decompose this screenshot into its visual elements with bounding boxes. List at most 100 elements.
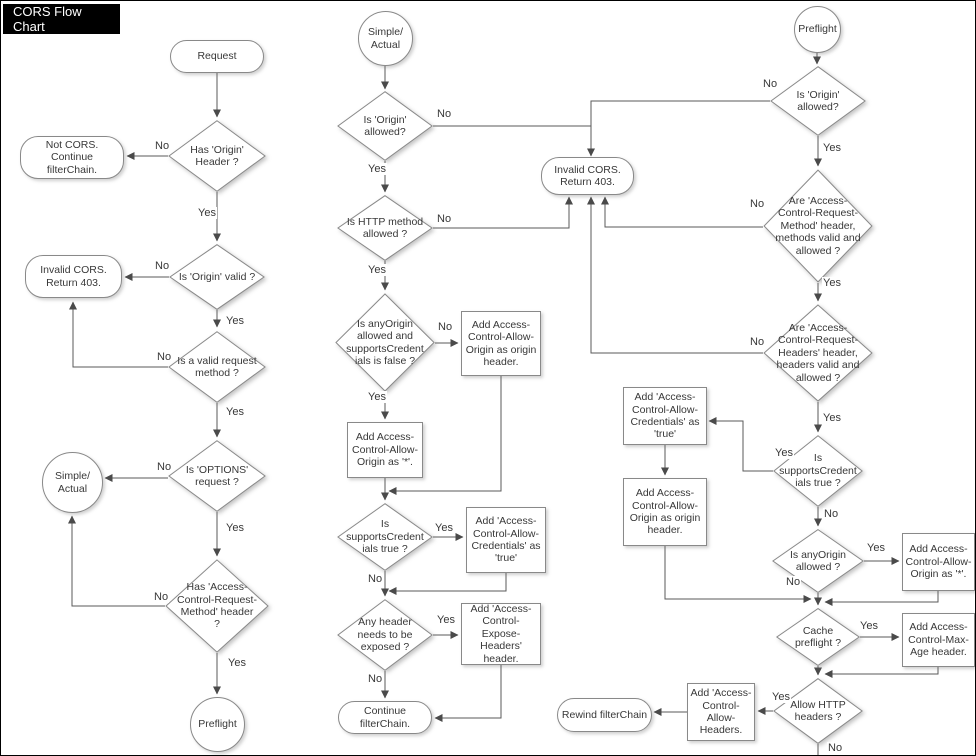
add-star-origin-process-preflight: Add Access- Control-Allow- Origin as '*'… [902, 533, 975, 591]
diamond-shape [776, 608, 860, 666]
diamond-shape [763, 169, 873, 283]
node-label: Are 'Access- Control-Request- Method' he… [775, 195, 861, 257]
connector-lines [68, 53, 939, 755]
add-origin-header-process-simple: Add Access- Control-Allow- Origin as ori… [461, 311, 541, 376]
node-label: Is HTTP method allowed ? [346, 215, 424, 240]
add-allow-headers-process: Add 'Access- Control- Allow- Headers. [687, 683, 755, 741]
node-label: Add 'Access- Control-Allow- Credentials'… [471, 515, 541, 565]
preflight-connector-1: Preflight [190, 697, 245, 752]
valid-method-decision: Is a valid request method ? [168, 331, 266, 403]
edge-label-no: No [154, 140, 171, 152]
edge-label-no: No [367, 573, 384, 585]
supports-credentials-decision-simple: Is supportsCredent ials true ? [337, 503, 433, 571]
diamond-shape [337, 503, 433, 571]
add-credentials-process-simple: Add 'Access- Control-Allow- Credentials'… [466, 507, 546, 573]
options-request-decision: Is 'OPTIONS' request ? [168, 440, 266, 512]
add-origin-header-process-preflight: Add Access- Control-Allow- Origin as ori… [623, 478, 707, 546]
edge-label-yes: Yes [367, 264, 387, 276]
expose-headers-decision: Any header needs to be exposed ? [337, 599, 433, 671]
edge-label-yes: Yes [434, 522, 454, 534]
diamond-shape [168, 440, 266, 512]
diamond-shape [168, 331, 266, 403]
edge-label-no: No [823, 508, 840, 520]
node-label: Is supportsCredent ials true ? [779, 452, 857, 490]
acrh-valid-decision: Are 'Access- Control-Request- Headers' h… [763, 304, 873, 402]
node-label: Add Access- Control-Max- Age header. [908, 621, 969, 659]
edge-label-no: No [436, 108, 453, 120]
allow-http-headers-decision: Allow HTTP headers ? [773, 678, 863, 744]
simple-actual-connector-1: Simple/ Actual [42, 452, 103, 513]
node-label: Add Access- Control-Allow- Origin as '*'… [905, 543, 972, 581]
cache-preflight-decision: Cache preflight ? [776, 608, 860, 666]
supports-credentials-decision-preflight: Is supportsCredent ials true ? [773, 435, 863, 507]
node-label: Preflight [198, 718, 237, 731]
request-node: Request [170, 40, 264, 73]
edge-label-yes: Yes [774, 447, 794, 459]
diamond-shape [763, 304, 873, 402]
node-label: Has 'Origin' Header ? [190, 143, 244, 168]
node-label: Simple/ Actual [54, 470, 90, 495]
node-label: Add 'Access- Control- Allow- Headers. [690, 687, 752, 737]
node-label: Is 'OPTIONS' request ? [185, 463, 249, 488]
edge-label-no: No [437, 321, 454, 333]
node-label: Cache preflight ? [794, 624, 842, 649]
diamond-shape [165, 559, 269, 653]
continue-filterchain-terminal: Continue filterChain. [338, 701, 432, 734]
acrm-valid-decision: Are 'Access- Control-Request- Method' he… [763, 169, 873, 283]
preflight-connector-2: Preflight [794, 6, 841, 53]
anyorigin-credentials-decision: Is anyOrigin allowed and supportsCredent… [335, 293, 435, 392]
origin-allowed-decision-preflight: Is 'Origin' allowed? [770, 66, 866, 136]
invalid-cors-terminal-2: Invalid CORS. Return 403. [541, 157, 634, 195]
node-label: Is 'Origin' allowed? [796, 88, 840, 113]
node-label: Request [197, 50, 237, 63]
edge-label-yes: Yes [225, 315, 245, 327]
has-acrm-header-decision: Has 'Access- Control-Request- Method' he… [165, 559, 269, 653]
simple-actual-connector-2: Simple/ Actual [358, 11, 413, 66]
edge-label-no: No [436, 213, 453, 225]
add-expose-headers-process: Add 'Access- Control-Expose- Headers' he… [461, 603, 541, 665]
edge-label-yes: Yes [859, 620, 879, 632]
node-label: Invalid CORS. Return 403. [40, 264, 107, 289]
node-label: Add Access- Control-Allow- Origin as '*'… [352, 431, 418, 469]
edge-label-no: No [749, 198, 766, 210]
node-label: Add Access- Control-Allow- Origin as ori… [465, 318, 537, 368]
node-label: Is 'Origin' allowed? [363, 113, 407, 138]
edge-label-yes: Yes [436, 614, 456, 626]
edge-label-no: No [153, 591, 170, 603]
edge-label-yes: Yes [225, 406, 245, 418]
node-label: Simple/ Actual [367, 26, 403, 51]
origin-valid-decision: Is 'Origin' valid ? [169, 244, 265, 310]
edge-label-no: No [156, 351, 173, 363]
add-credentials-process-preflight: Add 'Access- Control-Allow- Credentials'… [623, 387, 707, 445]
edge-label-yes: Yes [866, 542, 886, 554]
node-label: Add 'Access- Control-Expose- Headers' he… [470, 603, 532, 665]
not-cors-terminal: Not CORS. Continue filterChain. [20, 136, 124, 179]
node-label: Invalid CORS. Return 403. [554, 163, 621, 188]
diamond-shape [337, 195, 433, 261]
node-label: Is anyOrigin allowed ? [789, 548, 847, 573]
edge-label-no: No [762, 78, 779, 90]
edge-label-yes: Yes [367, 391, 387, 403]
origin-allowed-decision-simple: Is 'Origin' allowed? [337, 91, 433, 161]
edge-label-yes: Yes [197, 207, 217, 219]
edge-label-yes: Yes [367, 163, 387, 175]
add-star-origin-process-simple: Add Access- Control-Allow- Origin as '*'… [347, 422, 423, 478]
node-label: Rewind filterChain [561, 708, 648, 721]
diamond-shape [168, 120, 266, 192]
diamond-shape [773, 435, 863, 507]
invalid-cors-terminal-1: Invalid CORS. Return 403. [25, 255, 122, 298]
node-label: Continue filterChain. [359, 705, 411, 730]
node-label: Is anyOrigin allowed and supportsCredent… [346, 317, 424, 367]
rewind-filterchain-terminal: Rewind filterChain [557, 698, 652, 732]
has-origin-header-decision: Has 'Origin' Header ? [168, 120, 266, 192]
node-label: Preflight [798, 23, 837, 36]
edge-label-yes: Yes [822, 412, 842, 424]
node-label: Are 'Access- Control-Request- Headers' h… [776, 322, 860, 384]
node-label: Add Access- Control-Allow- Origin as ori… [629, 487, 701, 537]
edge-label-no: No [785, 576, 802, 588]
node-label: Is supportsCredent ials true ? [346, 518, 424, 556]
node-label: Is 'Origin' valid ? [178, 270, 256, 283]
edge-label-yes: Yes [771, 691, 791, 703]
chart-title: CORS Flow Chart [3, 4, 120, 34]
